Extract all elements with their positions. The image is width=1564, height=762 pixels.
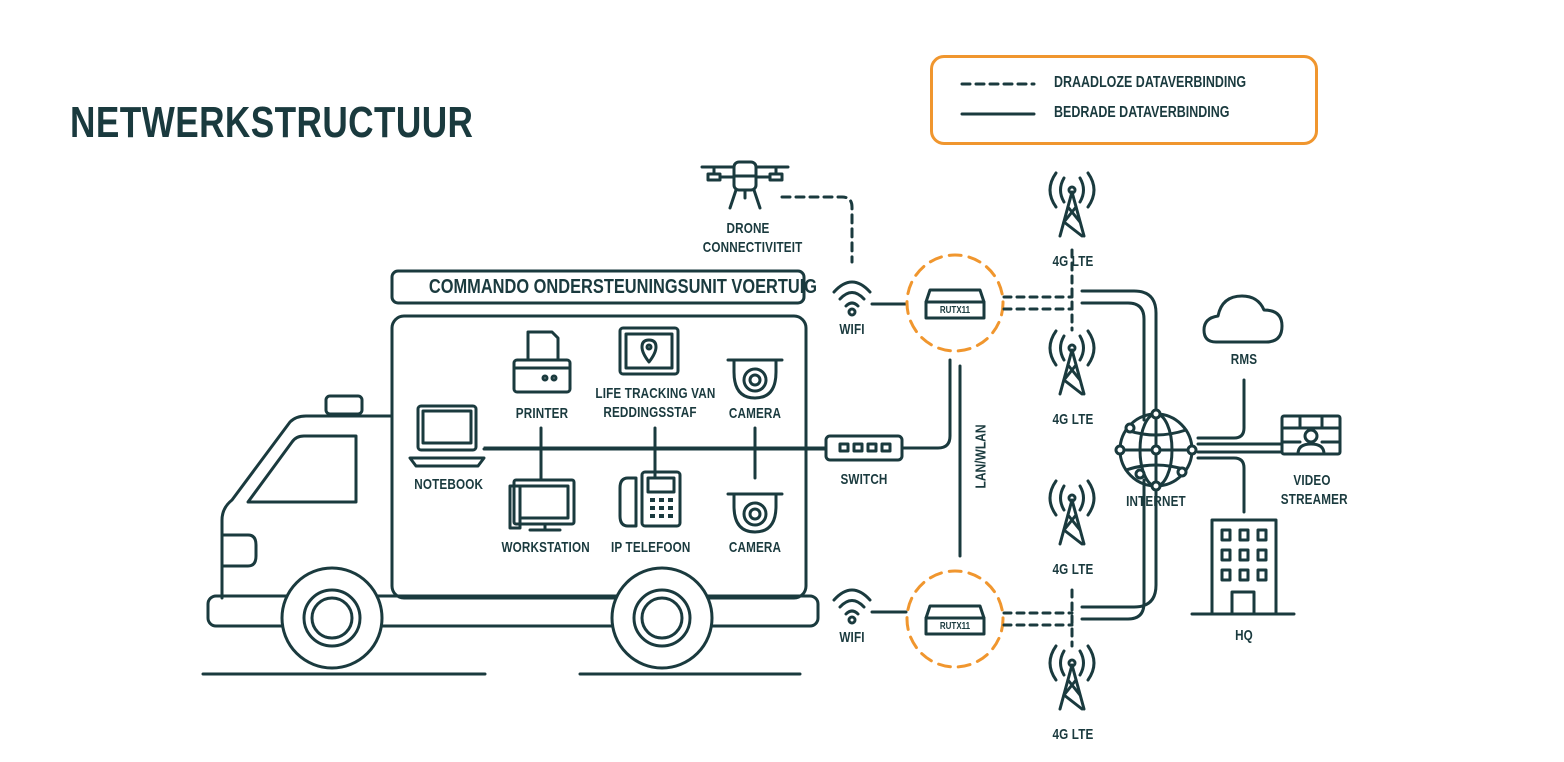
wifi-top-label: WIFI <box>839 321 865 338</box>
lte-tower-icon <box>1048 644 1096 711</box>
printer-label: PRINTER <box>515 405 569 422</box>
legend-wireless-label: DRAADLOZE DATAVERBINDING <box>1054 74 1247 91</box>
wifi-top-icon <box>832 280 908 317</box>
switch-icon <box>824 434 904 462</box>
cloud-icon <box>1202 294 1284 344</box>
camera-bottom-label: CAMERA <box>728 539 782 556</box>
lte-label-3: 4G LTE <box>1052 561 1094 578</box>
router-top <box>905 253 1005 353</box>
truck-illustration <box>201 269 820 676</box>
router-lte-links <box>1002 248 1074 648</box>
internet-services-links <box>1196 378 1284 514</box>
video-streamer-icon <box>1280 414 1342 456</box>
life-tracking-label-1: LIFE TRACKING VAN <box>595 385 716 402</box>
internet-label: INTERNET <box>1126 493 1186 510</box>
notebook-label: NOTEBOOK <box>414 476 484 493</box>
drone-label: DRONE <box>726 220 770 237</box>
drone-connectivity-label: CONNECTIVITEIT <box>702 239 803 256</box>
lte-label-2: 4G LTE <box>1052 411 1094 428</box>
workstation-icon <box>508 478 576 532</box>
rms-label: RMS <box>1230 351 1258 368</box>
lan-wlan-label: LAN/WLAN <box>972 424 990 489</box>
notebook-icon <box>408 404 486 468</box>
printer-icon <box>512 330 572 394</box>
legend-wired-label: BEDRADE DATAVERBINDING <box>1054 104 1230 121</box>
video-label-1: VIDEO <box>1293 472 1331 489</box>
lte-label-1: 4G LTE <box>1052 253 1094 270</box>
drone-icon <box>700 160 790 210</box>
camera-top-label: CAMERA <box>728 405 782 422</box>
ip-phone-icon <box>618 470 682 528</box>
camera-top-icon <box>726 358 784 400</box>
lte-tower-icon <box>1048 171 1096 238</box>
page-title: NETWERKSTRUCTUUR <box>70 98 474 147</box>
hq-building-icon <box>1190 518 1296 616</box>
life-tracking-label-2: REDDINGSSTAF <box>603 404 697 421</box>
router-bottom <box>905 569 1005 669</box>
internal-wiring <box>482 426 828 480</box>
legend-swatches <box>960 82 1036 116</box>
router-bottom-label: RUTX11 <box>939 621 971 632</box>
lte-tower-icons <box>1048 171 1096 711</box>
vehicle-banner: COMMANDO ONDERSTEUNINGSUNIT VOERTUIG <box>428 276 818 298</box>
wifi-bottom-icon <box>832 588 908 625</box>
legend <box>930 55 1318 145</box>
camera-bottom-icon <box>726 492 784 534</box>
lte-tower-icon <box>1048 329 1096 396</box>
hq-label: HQ <box>1235 627 1253 644</box>
internet-globe-icon <box>1114 408 1198 492</box>
lte-label-4: 4G LTE <box>1052 726 1094 743</box>
drone-link <box>780 195 854 264</box>
switch-label: SWITCH <box>840 471 888 488</box>
tablet-map-icon <box>618 326 680 376</box>
lte-tower-icon <box>1048 479 1096 546</box>
workstation-label: WORKSTATION <box>501 539 590 556</box>
router-internet-links <box>1080 289 1158 621</box>
ip-phone-label: IP TELEFOON <box>611 539 691 556</box>
video-label-2: STREAMER <box>1280 491 1348 508</box>
router-top-label: RUTX11 <box>939 305 971 316</box>
lan-wlan-links <box>900 358 962 558</box>
wifi-bottom-label: WIFI <box>839 629 865 646</box>
